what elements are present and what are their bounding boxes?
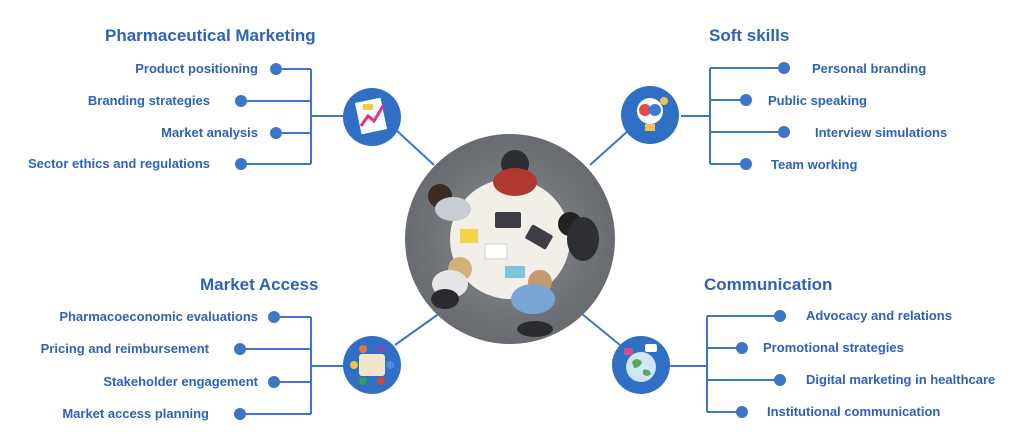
globe-communication-icon <box>612 336 670 394</box>
brain-lightbulb-icon <box>621 86 679 144</box>
list-item: Digital marketing in healthcare <box>806 372 996 387</box>
list-item: Product positioning <box>135 61 258 76</box>
list-item: Team working <box>771 157 858 172</box>
section-title-communication: Communication <box>704 275 833 294</box>
list-item: Pharmacoeconomic evaluations <box>59 309 258 324</box>
list-item: Stakeholder engagement <box>103 374 258 389</box>
list-item: Personal branding <box>812 61 927 76</box>
list-item: Institutional communication <box>767 404 941 419</box>
meeting-table-icon <box>343 336 401 394</box>
list-item: Pricing and reimbursement <box>40 341 209 356</box>
marketing-chart-icon <box>343 88 401 146</box>
list-item: Branding strategies <box>87 93 210 108</box>
list-item: Advocacy and relations <box>806 308 952 323</box>
section-title-soft-skills: Soft skills <box>709 26 790 45</box>
list-item: Market analysis <box>161 125 258 140</box>
team-meeting-photo <box>405 134 615 344</box>
list-item: Promotional strategies <box>763 340 904 355</box>
list-item: Sector ethics and regulations <box>27 156 210 171</box>
list-item: Public speaking <box>768 93 867 108</box>
list-item: Interview simulations <box>815 125 948 140</box>
list-item: Market access planning <box>62 406 209 421</box>
section-title-market-access: Market Access <box>200 275 319 294</box>
section-title-pharmaceutical-marketing: Pharmaceutical Marketing <box>105 26 316 45</box>
